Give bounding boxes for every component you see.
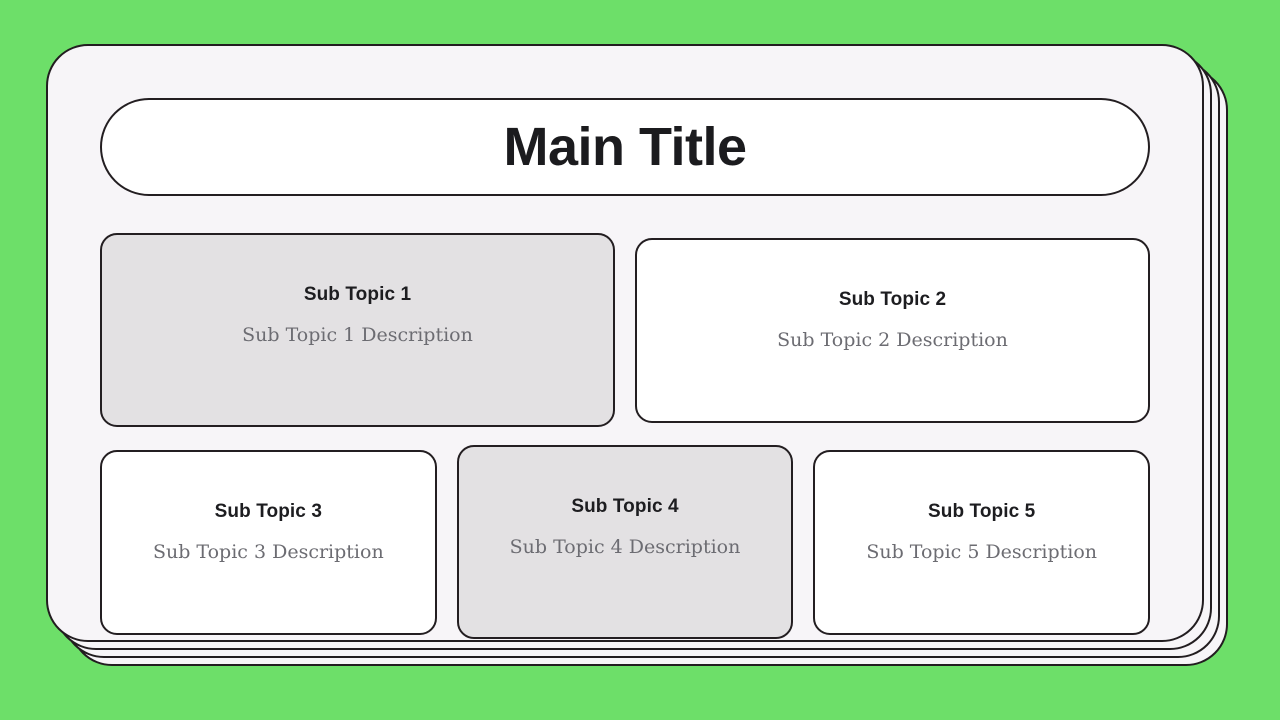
sub-topic-card-1-description: Sub Topic 1 Description [242, 324, 473, 346]
sub-topic-card-1[interactable]: Sub Topic 1 Sub Topic 1 Description [100, 233, 615, 427]
main-title-container: Main Title [100, 98, 1150, 196]
sub-topic-card-5-description: Sub Topic 5 Description [866, 540, 1098, 563]
sub-topic-card-3-description: Sub Topic 3 Description [152, 540, 384, 563]
sub-topic-card-3-title: Sub Topic 3 [214, 500, 323, 522]
sub-topic-card-4[interactable]: Sub Topic 4 Sub Topic 4 Description [456, 445, 794, 639]
sub-topic-card-4-description: Sub Topic 4 Description [509, 536, 741, 558]
sub-topic-card-3[interactable]: Sub Topic 3 Sub Topic 3 Description [100, 449, 437, 635]
sub-topic-card-2-description: Sub Topic 2 Description [777, 328, 1008, 351]
sub-topic-row-1: Sub Topic 1 Sub Topic 1 Description Sub … [100, 233, 1150, 427]
sub-topic-card-4-title: Sub Topic 4 [571, 496, 679, 517]
sub-topic-card-1-title: Sub Topic 1 [303, 284, 412, 305]
page-title: Main Title [503, 117, 747, 177]
sub-topic-card-5-title: Sub Topic 5 [927, 500, 1036, 522]
slide-card-deck: Main Title Sub Topic 1 Sub Topic 1 Descr… [46, 44, 1228, 666]
sub-topic-grid: Sub Topic 1 Sub Topic 1 Description Sub … [100, 196, 1151, 639]
slide-panel: Main Title Sub Topic 1 Sub Topic 1 Descr… [46, 44, 1204, 642]
sub-topic-card-5[interactable]: Sub Topic 5 Sub Topic 5 Description [813, 449, 1151, 635]
sub-topic-card-2[interactable]: Sub Topic 2 Sub Topic 2 Description [635, 237, 1150, 423]
sub-topic-row-2: Sub Topic 3 Sub Topic 3 Description Sub … [100, 445, 1151, 639]
sub-topic-card-2-title: Sub Topic 2 [838, 288, 947, 310]
